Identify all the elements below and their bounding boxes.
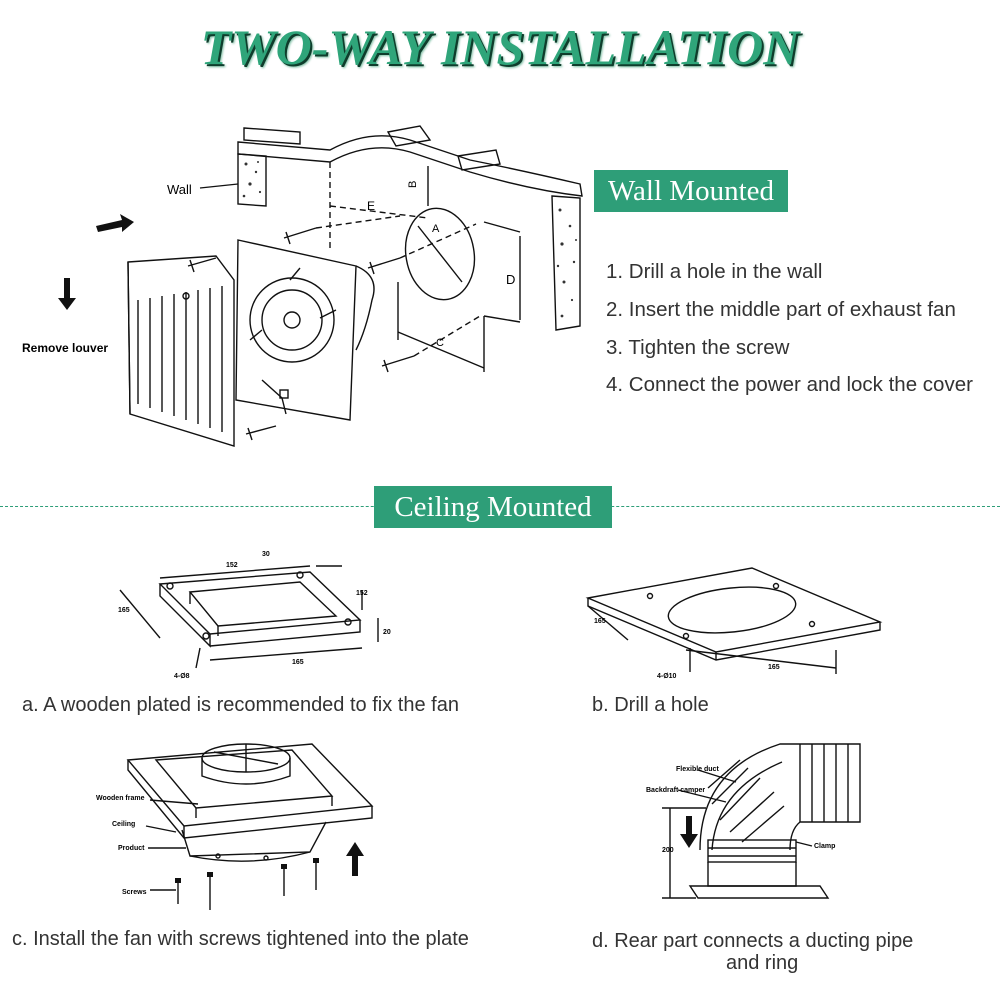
ceiling-mounted-badge: Ceiling Mounted [374, 486, 612, 528]
wall-mounted-badge: Wall Mounted [594, 170, 788, 212]
caption-a: a. A wooden plated is recommended to fix… [22, 694, 459, 716]
label-backdraft-damper: Backdraft camper [646, 787, 705, 794]
label-duct-height: 200 [662, 847, 674, 854]
frame-dim-top-right: 30 [262, 551, 270, 558]
arrow-up-icon [346, 842, 364, 876]
back-plate [235, 239, 357, 421]
label-wooden-frame: Wooden frame [96, 795, 145, 802]
dim-b: B [407, 181, 419, 188]
wall-hole [404, 207, 476, 301]
duct-connect-diagram [662, 743, 861, 899]
plate-dim-left-side: 165 [594, 618, 606, 625]
frame-dim-top: 152 [226, 562, 238, 569]
label-clamp: Clamp [814, 843, 835, 850]
wall-step-4: 4. Connect the power and lock the cover [606, 373, 973, 396]
label-remove-louver: Remove louver [22, 341, 108, 355]
label-ceiling: Ceiling [112, 821, 135, 828]
label-wall: Wall [167, 182, 192, 197]
dim-c: C [436, 337, 444, 349]
frame-dim-right-side: 152 [356, 590, 368, 597]
frame-dim-bottom: 165 [292, 659, 304, 666]
plate-dim-hole: 4-Ø10 [657, 673, 677, 680]
frame-dim-thickness: 20 [383, 629, 391, 636]
frame-dim-hole: 4-Ø8 [174, 673, 190, 680]
dim-d: D [506, 272, 515, 287]
wall-column-right [551, 195, 581, 331]
label-flexible-duct: Flexible duct [676, 766, 719, 773]
arrow-right-icon [96, 214, 134, 232]
arrow-down-icon [680, 816, 698, 848]
wall-step-2: 2. Insert the middle part of exhaust fan [606, 298, 956, 321]
arrow-down-icon [58, 278, 76, 310]
wall-column-left [237, 153, 267, 207]
ceiling-plate-diagram [585, 567, 883, 674]
caption-d-line2: and ring [726, 952, 799, 974]
wall-slab [237, 135, 583, 197]
wall-step-3: 3. Tighten the screw [606, 336, 790, 359]
wall-step-1: 1. Drill a hole in the wall [606, 260, 823, 283]
caption-b: b. Drill a hole [592, 694, 709, 716]
wooden-frame-diagram [119, 565, 379, 669]
plate-dim-bottom: 165 [768, 664, 780, 671]
caption-c: c. Install the fan with screws tightened… [12, 928, 469, 950]
dim-a: A [432, 223, 440, 235]
label-screws: Screws [122, 889, 147, 896]
label-product: Product [118, 845, 145, 852]
caption-d-line1: d. Rear part connects a ducting pipe [592, 930, 914, 952]
dim-e: E [367, 199, 375, 213]
frame-dim-left-side: 165 [118, 607, 130, 614]
page-title: TWO-WAY INSTALLATION [200, 19, 800, 75]
fan-install-diagram [126, 743, 374, 910]
